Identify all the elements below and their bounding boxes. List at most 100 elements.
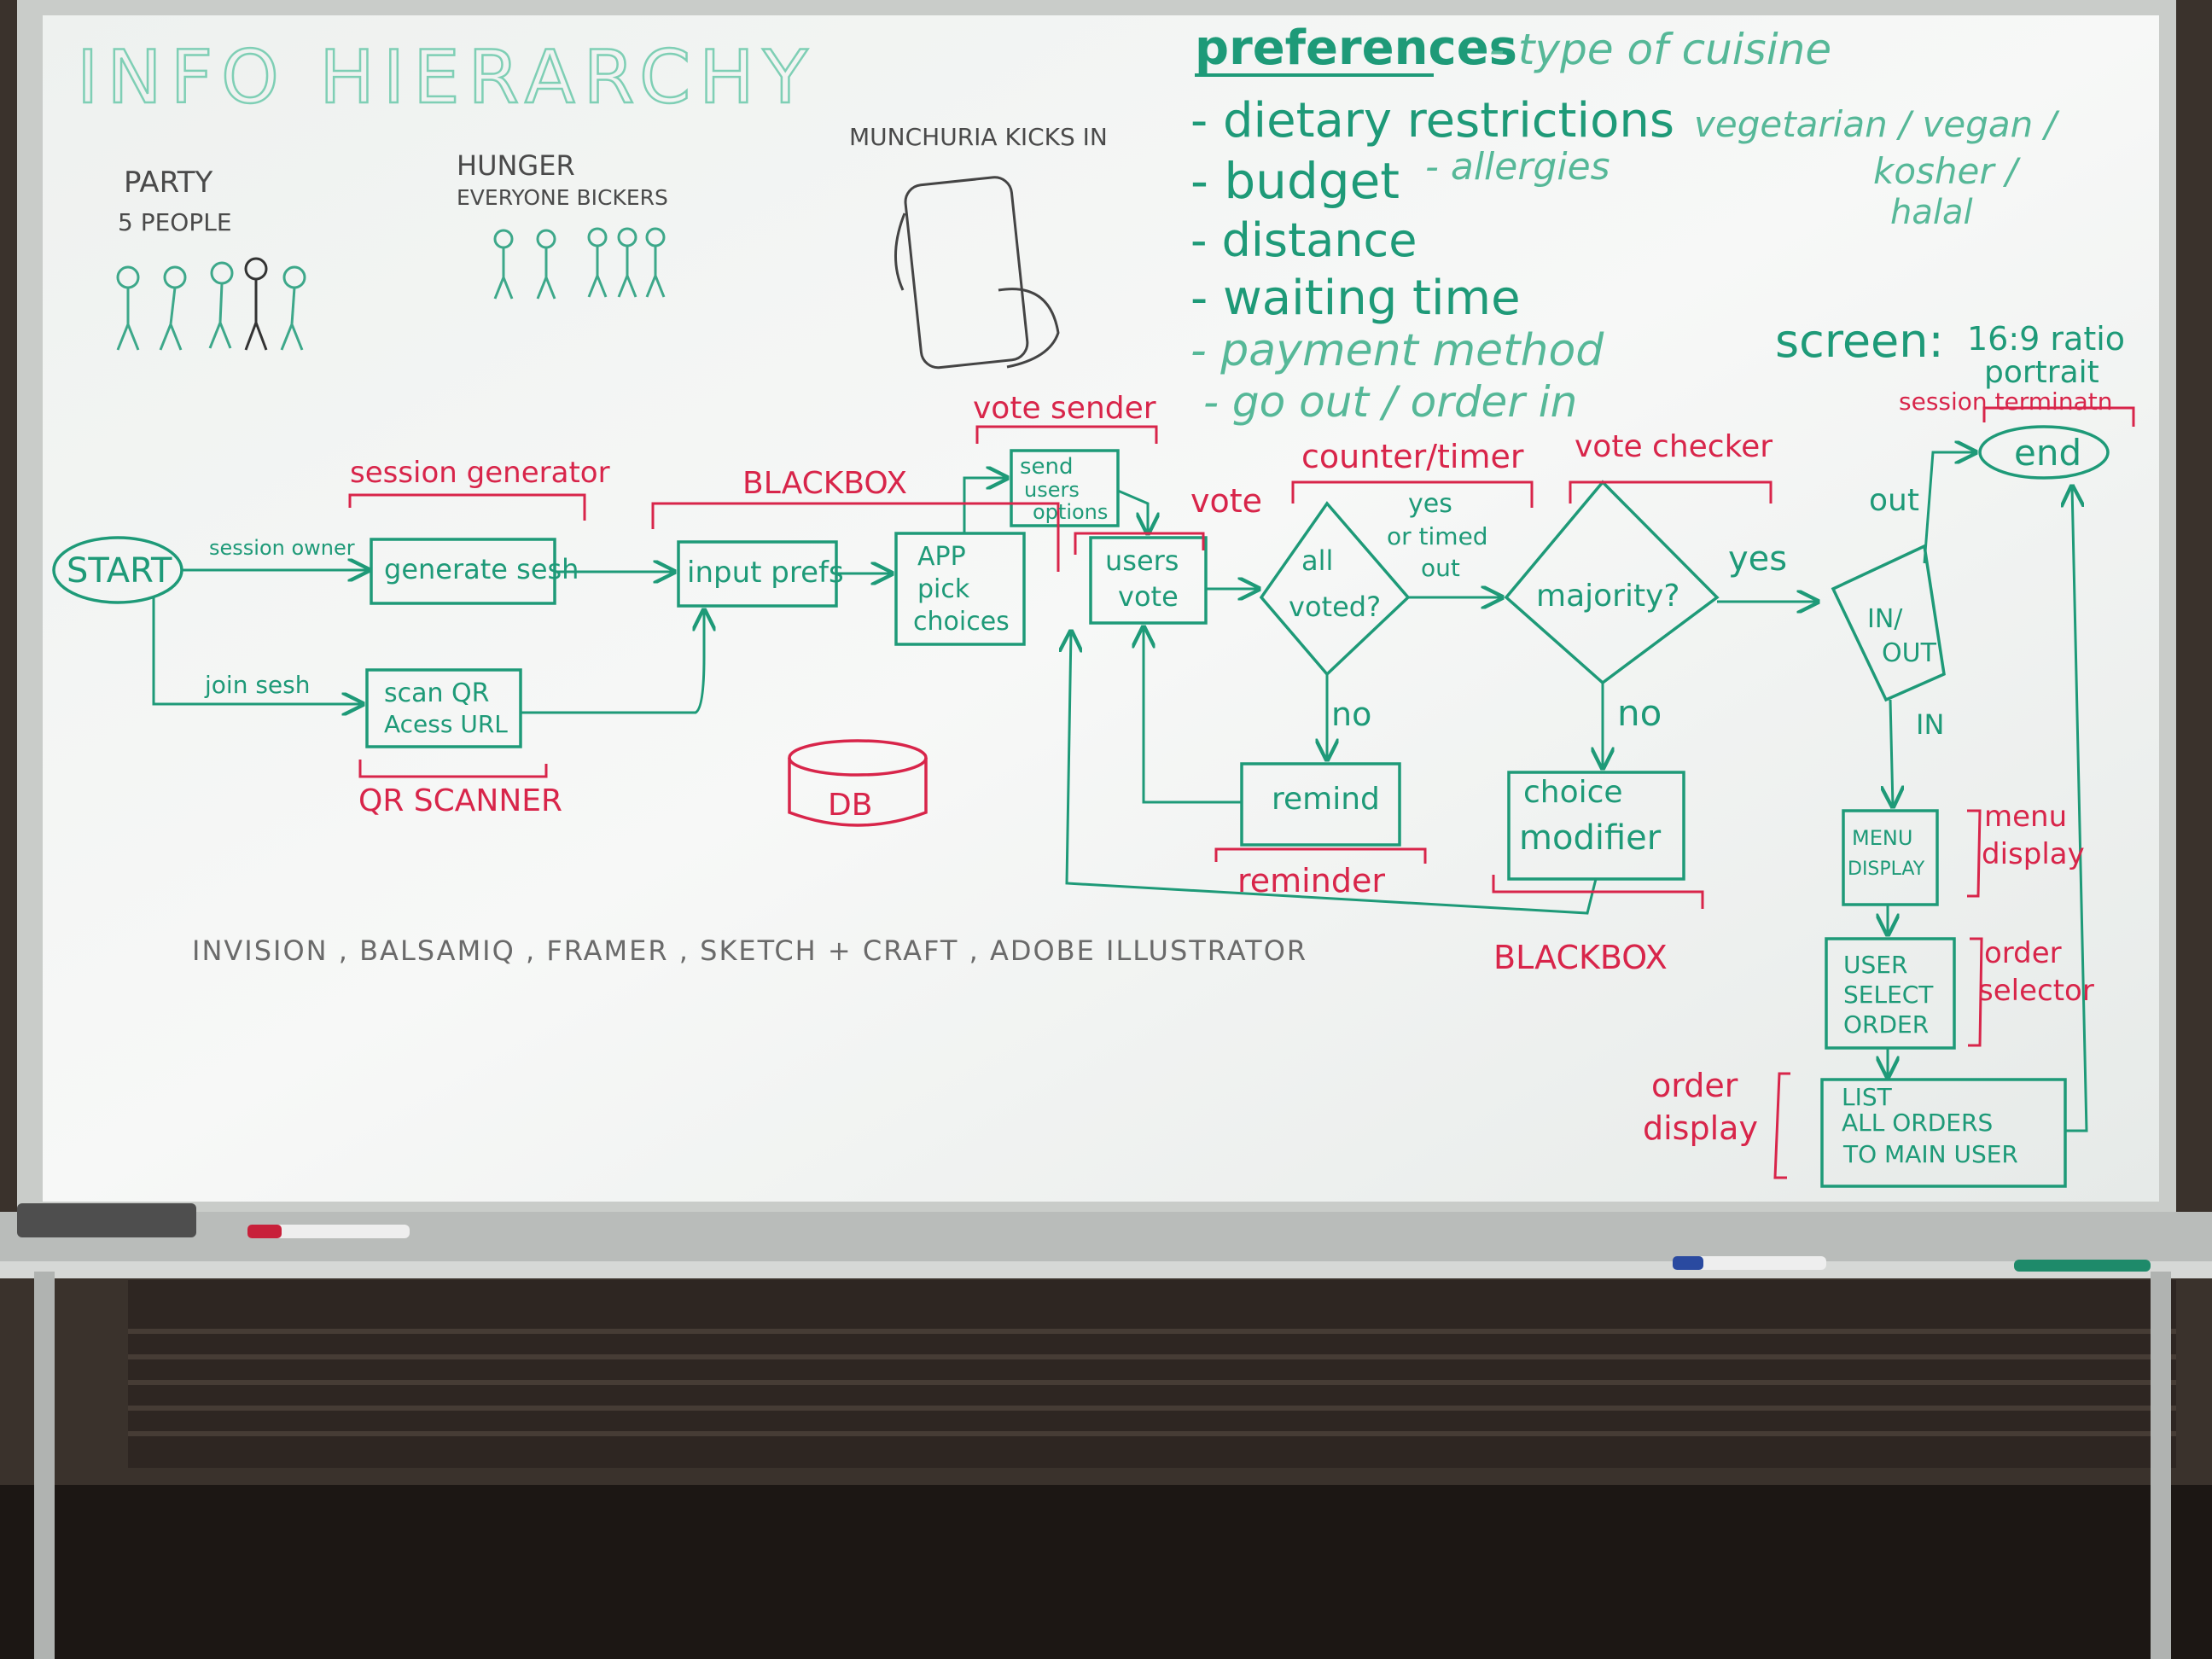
flow-connectors (152, 452, 2088, 1132)
party-label: PARTY (124, 166, 213, 200)
user-select-line1: USER (1843, 951, 1907, 979)
menu-label-2: display (1982, 837, 2085, 871)
party-people: 5 PEOPLE (118, 208, 232, 236)
pref-payment: - payment method (1190, 325, 1604, 376)
session-owner-label: session owner (209, 536, 355, 560)
majority-label: majority? (1536, 579, 1680, 614)
scan-qr-box (365, 668, 522, 748)
list-orders-line3: TO MAIN USER (1842, 1140, 2018, 1168)
counter-timer-label: counter/timer (1301, 438, 1524, 475)
app-pick-line2: pick (917, 574, 970, 604)
blackbox-bottom-label: BLACKBOX (1493, 939, 1668, 976)
remind-box (1240, 762, 1401, 847)
menu-label-1: menu (1984, 800, 2067, 834)
scan-qr-label: scan QR (384, 678, 490, 708)
party-stick-figures (116, 257, 306, 351)
user-select-box (1825, 937, 1956, 1050)
user-select-line3: ORDER (1843, 1010, 1929, 1039)
tray-lip (0, 1261, 2212, 1278)
red-marker-cap (247, 1225, 282, 1238)
munchuria-label: MUNCHURIA KICKS IN (849, 123, 1108, 151)
board-leg (2151, 1272, 2171, 1659)
order-selector-label-1: order (1984, 936, 2062, 970)
db-cylinder (788, 739, 928, 827)
radiator-grille (128, 1280, 2176, 1468)
users-vote-box (1089, 536, 1208, 625)
menu-display-box (1842, 809, 1939, 906)
order-display-label-2: display (1643, 1109, 1758, 1147)
red-brackets (348, 406, 2135, 1179)
out-label: out (1869, 483, 1919, 518)
reminder-label: reminder (1237, 862, 1385, 899)
yes-timed-line1: yes (1408, 489, 1452, 519)
db-label: DB (828, 788, 872, 823)
in-label: IN (1916, 708, 1944, 741)
pref-waiting: - waiting time (1190, 271, 1521, 326)
inout-line1: IN/ (1867, 604, 1903, 634)
radiator-slats (128, 1329, 2176, 1436)
pref-budget: - budget (1190, 152, 1400, 210)
send-options-box (1010, 449, 1120, 527)
pref-cuisine: - type of cuisine (1489, 25, 1831, 74)
screen-ratio: 16:9 ratio (1967, 320, 2125, 358)
screen-orientation: portrait (1984, 355, 2099, 390)
in-out-diamond (1831, 544, 1946, 702)
green-marker (2014, 1260, 2151, 1272)
red-marker (247, 1225, 410, 1238)
session-generator-label: session generator (350, 456, 610, 490)
all-voted-line1: all (1301, 544, 1333, 577)
input-prefs-label: input prefs (687, 556, 844, 590)
send-line1: send (1020, 454, 1074, 480)
list-orders-line2: ALL ORDERS (1842, 1109, 1993, 1137)
generate-sesh-label: generate sesh (384, 553, 579, 585)
users-vote-line1: users (1105, 544, 1179, 577)
app-pick-line3: choices (913, 607, 1010, 637)
all-voted-line2: voted? (1289, 591, 1381, 623)
qr-scanner-label: QR SCANNER (358, 783, 562, 818)
order-display-label-1: order (1651, 1067, 1738, 1104)
session-termination-label: session terminatn (1899, 387, 2112, 416)
no-label-2: no (1617, 692, 1662, 734)
yes-timed-line2: or timed (1387, 522, 1488, 550)
blue-marker-cap (1673, 1256, 1703, 1270)
order-selector-label-2: selector (1978, 974, 2094, 1008)
floor (0, 1485, 2212, 1659)
remind-label: remind (1272, 782, 1380, 817)
choice-modifier-box (1507, 771, 1685, 881)
choice-line1: choice (1523, 775, 1623, 810)
pref-dietary-options: vegetarian / vegan / (1694, 103, 2060, 145)
inout-line2: OUT (1882, 638, 1937, 668)
app-pick-line1: APP (917, 542, 966, 572)
no-label-1: no (1331, 696, 1371, 733)
info-hierarchy-title: INFO HIERARCHY (77, 35, 816, 120)
start-label: START (67, 551, 172, 591)
hunger-label: HUNGER (457, 149, 575, 182)
app-pick-box (894, 532, 1026, 646)
join-sesh-label: join sesh (204, 671, 310, 699)
tools-list: INVISION , BALSAMIQ , FRAMER , SKETCH + … (192, 934, 1307, 967)
blackbox-top-label: BLACKBOX (742, 466, 907, 501)
preferences-heading: preferences (1195, 20, 1517, 76)
yes-label-2: yes (1728, 539, 1787, 579)
end-label: end (2014, 432, 2081, 474)
vote-label: vote (1190, 482, 1262, 520)
users-vote-line2: vote (1118, 580, 1179, 613)
pref-distance: - distance (1190, 213, 1417, 267)
blue-marker (1673, 1256, 1826, 1270)
send-line2: users (1024, 478, 1080, 502)
hunger-stick-figures (493, 227, 666, 300)
menu-display-line2: DISPLAY (1848, 859, 1925, 880)
vote-checker-label: vote checker (1575, 429, 1773, 464)
user-select-line2: SELECT (1843, 981, 1934, 1009)
phone-sketch (894, 176, 1060, 370)
screen-label: screen: (1775, 314, 1944, 368)
menu-display-line1: MENU (1852, 826, 1912, 850)
list-orders-line1: LIST (1842, 1083, 1893, 1111)
eraser (17, 1203, 196, 1237)
send-line3: options (1033, 500, 1108, 524)
yes-timed-line3: out (1421, 554, 1460, 582)
board-leg (34, 1272, 55, 1659)
pref-allergies: - allergies (1425, 145, 1610, 189)
pref-kosher: kosher / (1873, 150, 2021, 192)
